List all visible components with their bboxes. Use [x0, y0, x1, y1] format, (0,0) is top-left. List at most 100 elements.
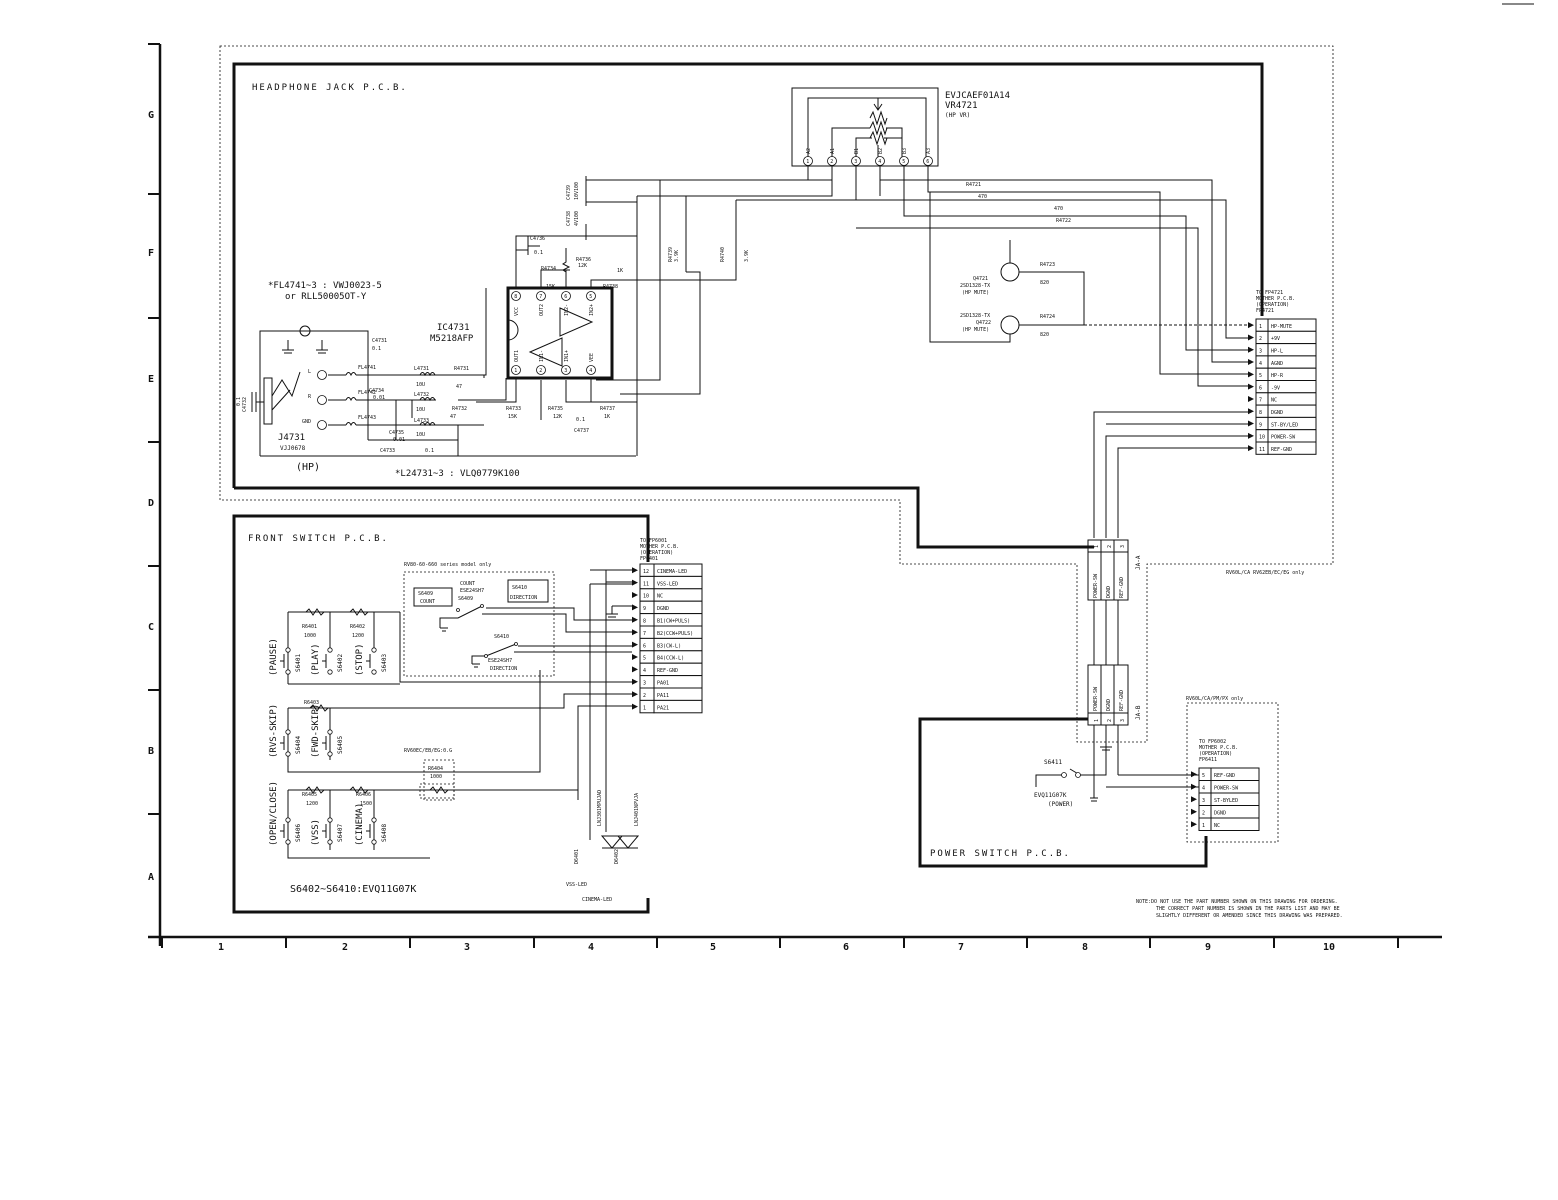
fp6401-pin-label: PA11 [657, 693, 669, 699]
r6405-label: R6405 [302, 792, 317, 798]
ic4731-body [506, 286, 614, 380]
c4739-value: 10V100 [574, 182, 580, 200]
inductor-coil [419, 422, 436, 427]
power-model-outline [1186, 702, 1279, 843]
connector-arrow [1191, 821, 1197, 828]
ic4731-part: M5218AFP [430, 334, 474, 344]
fp4721-pin-label: +9V [1271, 336, 1280, 342]
row-label: C [148, 622, 154, 633]
connector-arrow [1248, 346, 1254, 353]
switch-contact [371, 647, 377, 653]
fp6401-pin-number: 2 [643, 693, 646, 699]
vr4721-outline [791, 87, 939, 167]
r4722-value: 470 [1054, 206, 1063, 212]
vr-pin-label: B3 [902, 148, 908, 154]
q4722-part: 2SD1328-TX [960, 313, 990, 319]
switch-contact [371, 817, 377, 823]
model-variant-outline [219, 45, 1334, 743]
s6410-dir-label: DIRECTION [490, 666, 517, 672]
r6405-value: 1200 [306, 801, 318, 807]
c4735-value: 0.01 [393, 437, 405, 443]
fp4721-pin-label: ST-BY/LED [1271, 422, 1298, 428]
col-label: 5 [710, 942, 716, 953]
connector-arrow [1248, 408, 1254, 415]
connector-arrow [632, 641, 638, 648]
ja-pin-label: REF-GND [1119, 690, 1125, 711]
fp4721-pin-label: DGND [1271, 410, 1283, 416]
r4732-label: R4732 [452, 406, 467, 412]
s6410-enc-part: ESE24SH7 [488, 658, 512, 664]
ic-pin-label: IN2- [564, 304, 570, 316]
l4731-value: 10U [416, 382, 425, 388]
col-label: 7 [958, 942, 964, 953]
switch-contact [285, 729, 291, 735]
l4731-label: L4731 [414, 366, 429, 372]
fp6401-sub3: FP6401 [640, 556, 658, 562]
connector-arrow [1248, 359, 1254, 366]
switch-contact [327, 729, 333, 735]
vr-pin [875, 156, 885, 166]
ic-pin [536, 365, 546, 375]
s6409-count-label: COUNT [460, 581, 475, 587]
jack-sub: (HP) [296, 462, 320, 473]
note-line-2: THE CORRECT PART NUMBER IS SHOWN IN THE … [1156, 906, 1340, 912]
l4732-value: 10U [416, 407, 425, 413]
headphone-jack-pcb: HEADPHONE JACK P.C.B. EVJCAEF01A14 VR472… [232, 62, 1317, 549]
switch-contact [285, 669, 291, 675]
switch-contact [327, 751, 333, 757]
fp4721-pin-label: NC [1271, 398, 1277, 404]
switch-actuator [322, 654, 327, 668]
r4723-label: R4723 [1040, 262, 1055, 268]
fp4721-sub1: MOTHER P.C.B. [1256, 296, 1295, 302]
vr4721-sub: (HP VR) [945, 112, 970, 119]
fl4743-label: FL4743 [358, 415, 376, 421]
fp4721-pin-number: 6 [1259, 385, 1262, 391]
r4734-label: R4734 [541, 266, 556, 272]
drawing-frame [148, 43, 1442, 948]
d6401-part: LNJ301MPUJAD [597, 790, 603, 826]
r4735-value: 12K [553, 414, 562, 420]
r6403-label: R6403 [304, 700, 319, 706]
fp6401-sub2: (OPERATION) [640, 550, 673, 556]
s6410-box-label: DIRECTION [510, 595, 537, 601]
r4733-value: 15K [508, 414, 517, 420]
switch-function: (FWD-SKIP) [311, 704, 321, 758]
headphone-pcb-title: HEADPHONE JACK P.C.B. [252, 83, 408, 93]
q4721-ref: Q4721 [973, 276, 988, 282]
s6410-box-ref: S6410 [512, 585, 527, 591]
vr-pin-number: 1 [806, 159, 809, 165]
l4733-value: 10U [416, 432, 425, 438]
switch-contact [285, 839, 291, 845]
switch-actuator [280, 736, 285, 750]
filter-coil [345, 422, 357, 427]
s6409-enc-part: ESE24SH7 [460, 588, 484, 594]
connector-arrow [632, 654, 638, 660]
c4731-label: C4731 [372, 338, 387, 344]
q4722-ref: Q4722 [976, 320, 991, 326]
jack-part: VJJ0678 [280, 445, 306, 452]
switch-contact [285, 751, 291, 757]
fl-note-2: or RLL50005OT-Y [285, 292, 367, 302]
vr-pin [827, 156, 837, 166]
r4739-label: R4739 [668, 247, 674, 262]
d6401-ref: D6401 [574, 849, 580, 864]
s6410-box [507, 579, 549, 603]
ordering-note: NOTE:DO NOT USE THE PART NUMBER SHOWN ON… [1136, 899, 1343, 919]
r4724-label: R4724 [1040, 314, 1055, 320]
fp4721-pin-label: HP-L [1271, 348, 1283, 354]
ja-pin-label: REF-GND [1119, 577, 1125, 598]
fp6401-pin-number: 8 [643, 619, 646, 625]
c4735-label: C4735 [389, 430, 404, 436]
fp6411-pin-number: 4 [1202, 786, 1205, 792]
power-pcb-title: POWER SWITCH P.C.B. [930, 849, 1071, 859]
note-line-1: NOTE:DO NOT USE THE PART NUMBER SHOWN ON… [1136, 899, 1338, 905]
vr-pin-label: A2 [806, 148, 812, 154]
fl4742-label: FL4742 [358, 390, 376, 396]
s6409-box [413, 587, 453, 607]
ic-pin [586, 291, 596, 301]
headphone-pcb-border [232, 62, 1264, 488]
fp4721-pin-number: 9 [1259, 422, 1262, 428]
connector-arrow [632, 567, 638, 574]
switch-contact [285, 817, 291, 823]
r6404-value: 1000 [430, 774, 442, 780]
